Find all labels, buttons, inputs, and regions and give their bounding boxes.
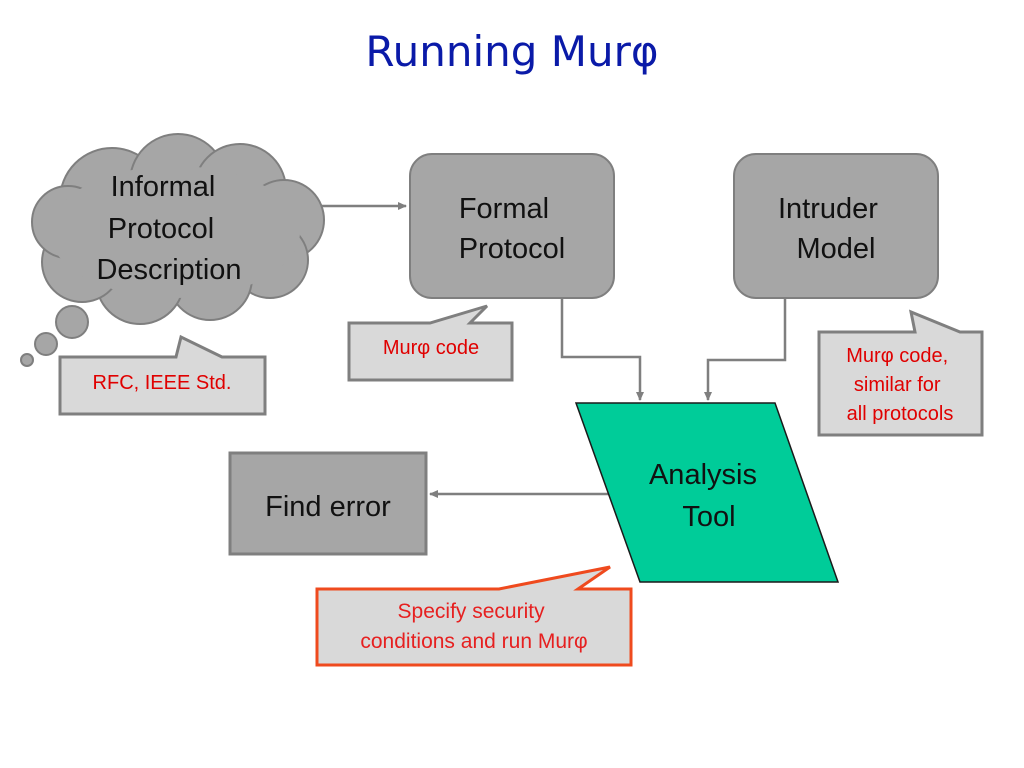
- informal-line-2: Protocol: [108, 213, 214, 245]
- murphi-code-callout-text: Murφ code: [383, 337, 479, 359]
- murphi-code-callout: Murφ code: [347, 304, 514, 382]
- svg-text:Intruder Model: Intruder Model: [778, 193, 886, 265]
- security-callout: Specify security conditions and run Murφ: [315, 565, 633, 667]
- svg-text:Informal Protocol: Informal Protocol Description: [96, 171, 241, 286]
- formal-line-2: Protocol: [459, 233, 565, 265]
- murphi-similar-line-1: Murφ code,: [846, 345, 948, 367]
- find-error-node: Find error: [228, 451, 428, 556]
- analysis-line-2: Tool: [682, 501, 735, 533]
- informal-protocol-node: Informal Protocol Description: [20, 133, 325, 367]
- murphi-similar-line-2: similar for: [854, 374, 941, 396]
- svg-text:Specify security conditi: Specify security conditions and run Murφ: [360, 600, 587, 653]
- informal-line-3: Description: [96, 254, 241, 286]
- security-line-2: conditions and run Murφ: [360, 630, 587, 653]
- informal-line-1: Informal: [111, 171, 216, 203]
- find-error-text: Find error: [265, 491, 391, 523]
- murphi-similar-callout: Murφ code, similar for all protocols: [817, 309, 984, 437]
- connectors: [312, 202, 787, 498]
- page-title: Running Murφ: [365, 27, 658, 76]
- intruder-line-2: Model: [797, 233, 876, 265]
- intruder-model-node: Intruder Model: [733, 153, 939, 299]
- svg-text:Formal Protocol: Formal Protocol: [459, 193, 565, 265]
- murphi-similar-line-3: all protocols: [847, 403, 954, 425]
- arrow-intruder-to-analysis: [704, 298, 787, 401]
- security-line-1: Specify security: [398, 600, 546, 623]
- formal-protocol-node: Formal Protocol: [409, 153, 615, 299]
- svg-text:RFC, IEEE Std.: RFC, IEEE Std.: [93, 372, 232, 394]
- svg-text:Murφ code, similar for: Murφ code, similar for all protocols: [846, 345, 953, 425]
- svg-text:Murφ code: Murφ code: [383, 337, 479, 359]
- analysis-tool-node: Analysis Tool: [574, 402, 840, 583]
- svg-text:Analysis Tool: Analysis Tool: [649, 459, 765, 533]
- rfc-callout-text: RFC, IEEE Std.: [93, 372, 232, 394]
- arrow-formal-to-analysis: [560, 298, 644, 401]
- formal-line-1: Formal: [459, 193, 549, 225]
- rfc-callout: RFC, IEEE Std.: [58, 334, 267, 416]
- intruder-line-1: Intruder: [778, 193, 878, 225]
- analysis-line-1: Analysis: [649, 459, 757, 491]
- svg-text:Find error: Find error: [265, 491, 391, 523]
